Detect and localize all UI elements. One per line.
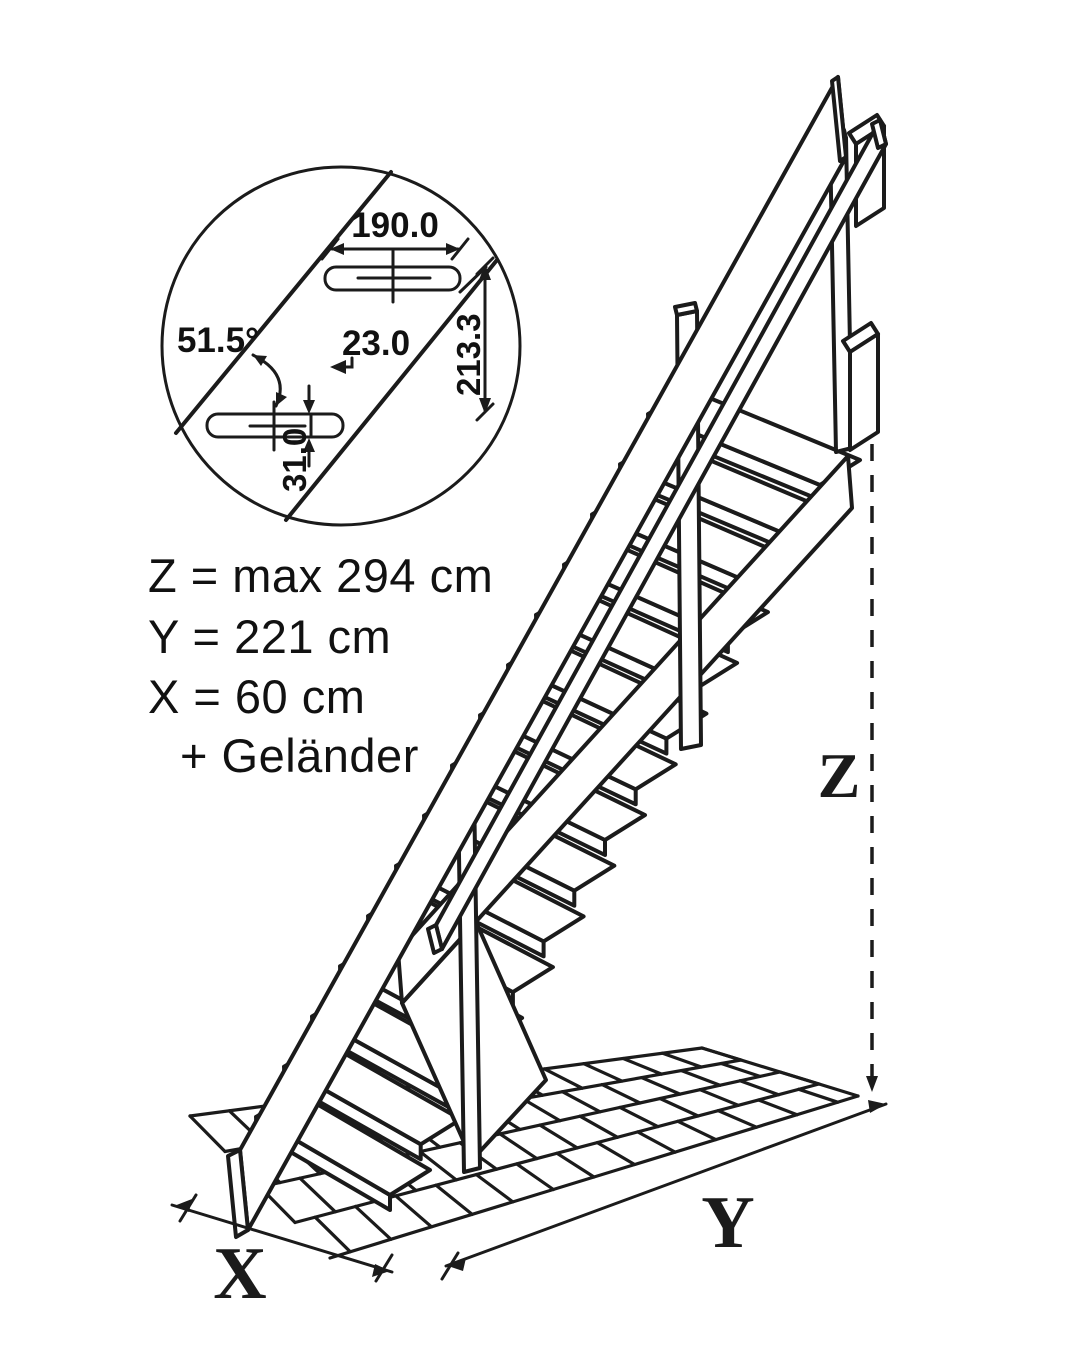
stringer-edge-lower [284, 258, 499, 522]
grid-line [434, 1183, 474, 1217]
grid-line [394, 1194, 434, 1229]
grid-line [560, 1090, 602, 1114]
grid-line [618, 1105, 660, 1129]
grid-line [660, 1051, 703, 1069]
z-dimension-line [866, 444, 878, 1092]
tread-length-label: 190.0 [351, 206, 439, 245]
grid-line [658, 1096, 700, 1118]
rise-height-label: 213.3 [450, 313, 487, 396]
grid-line [582, 1062, 624, 1083]
near-stringer [226, 75, 848, 1239]
grid-line [418, 1149, 458, 1182]
grid-line [521, 1097, 562, 1123]
grid-line [595, 1140, 637, 1167]
grid-line [542, 1067, 584, 1090]
detail-inset: 190.0 31.0 213.3 51.5° 23.0 [160, 165, 522, 527]
x-dimension-line [170, 1193, 394, 1283]
grid-line [188, 1114, 227, 1154]
grid-line [676, 1119, 718, 1142]
grid-line [719, 1061, 762, 1079]
handrail [426, 118, 888, 955]
grid-line [716, 1108, 759, 1129]
spec-line-y: Y = 221 cm [148, 610, 391, 663]
grid-line [621, 1056, 664, 1076]
stringer-edge-upper [174, 170, 393, 435]
y-dimension-line [440, 1100, 888, 1281]
grid-line [679, 1068, 722, 1087]
y-axis-label: Y [701, 1182, 754, 1264]
grid-line [635, 1130, 677, 1154]
grid-line [313, 1215, 352, 1254]
tread-depth-label: 23.0 [342, 324, 410, 363]
grid-line [515, 1162, 556, 1192]
grid-line [778, 1070, 821, 1086]
grid-line [555, 1151, 596, 1179]
grid-line [538, 1123, 579, 1150]
grid-line [797, 1087, 840, 1104]
spec-line-z: Z = max 294 cm [148, 549, 493, 602]
grid-line [474, 1172, 515, 1204]
wall-board-lower [848, 332, 880, 452]
stair-angle-label: 51.5° [177, 321, 259, 360]
y-arrowhead [868, 1100, 886, 1113]
spec-line-x: X = 60 cm [148, 670, 365, 723]
z-arrowhead [866, 1076, 878, 1092]
grid-line [600, 1082, 642, 1105]
tread-thickness-label: 31.0 [276, 428, 313, 492]
grid-line [353, 1204, 393, 1241]
grid-line [298, 1176, 337, 1214]
grid-line [698, 1088, 741, 1107]
grid-line [640, 1075, 682, 1096]
grid-line [700, 1046, 743, 1062]
grid-line [756, 1098, 799, 1117]
grid-line [578, 1114, 620, 1139]
detail-circle [160, 165, 522, 527]
grid-line [738, 1079, 781, 1097]
spec-text-block: Z = max 294 cm Y = 221 cm X = 60 cm + Ge… [148, 549, 493, 782]
z-axis-label: Z [818, 740, 861, 811]
grid-line [498, 1132, 539, 1161]
spec-line-railing: + Geländer [180, 729, 419, 782]
x-axis-label: X [213, 1233, 266, 1315]
